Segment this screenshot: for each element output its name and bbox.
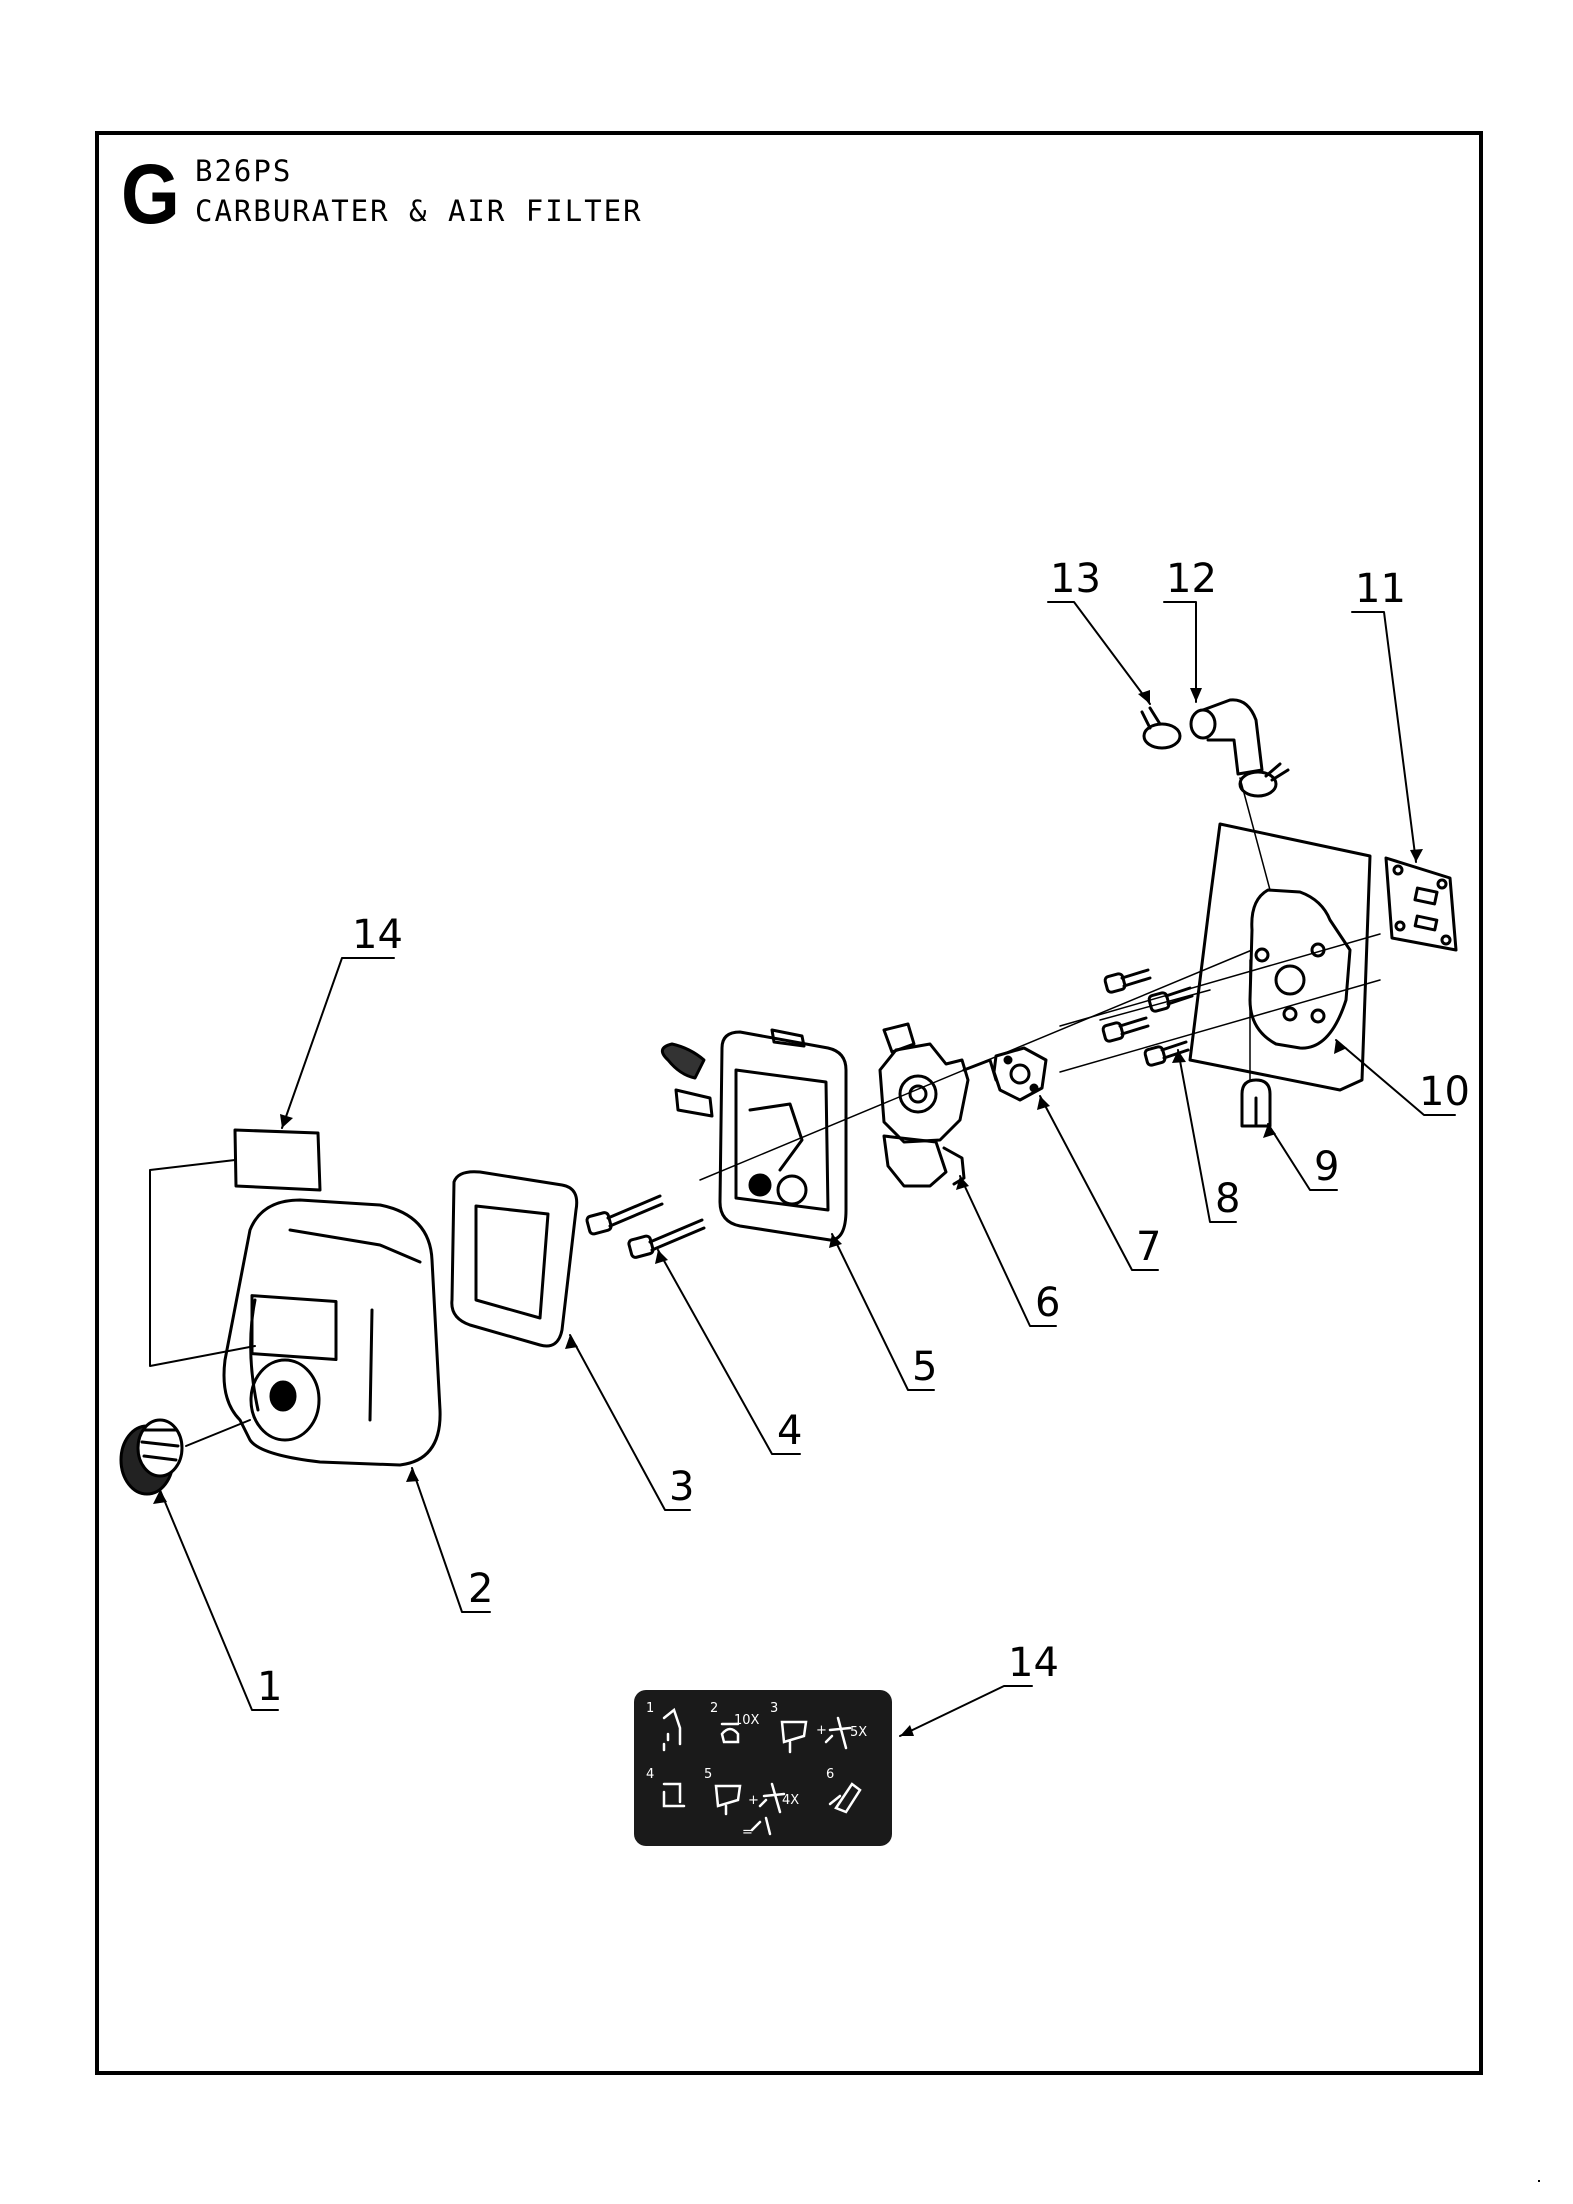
callout-10: 10 xyxy=(1419,1069,1470,1115)
decal-step-5: 5 xyxy=(704,1767,712,1782)
callout-13: 13 xyxy=(1050,556,1101,602)
section-letter: G xyxy=(121,147,180,241)
part-air-filter-base xyxy=(660,1028,848,1242)
callout-9: 9 xyxy=(1314,1144,1339,1190)
callout-4: 4 xyxy=(777,1408,802,1454)
callout-11: 11 xyxy=(1355,566,1406,612)
decal-plus-1: + xyxy=(816,1723,827,1738)
part-short-screws xyxy=(1101,968,1194,1067)
decal-plus-2: + xyxy=(748,1793,759,1808)
part-air-filter xyxy=(450,1170,579,1348)
throttle-icon xyxy=(780,1720,808,1754)
run-icon xyxy=(828,1782,862,1814)
stray-dot xyxy=(1538,2180,1540,2182)
decal-step-1: 1 xyxy=(646,1701,654,1716)
callout-7: 7 xyxy=(1136,1224,1161,1270)
part-air-filter-cover xyxy=(222,1198,442,1467)
part-label xyxy=(149,1128,322,1367)
callout-3: 3 xyxy=(669,1464,694,1510)
drawing-frame xyxy=(95,131,1483,2075)
part-heat-shield xyxy=(1188,822,1372,1092)
callout-12: 12 xyxy=(1166,556,1217,602)
part-clip xyxy=(1240,1078,1272,1128)
decal-step-2: 2 xyxy=(710,1701,718,1716)
choke-lever-icon xyxy=(662,1707,682,1746)
decal-repeat-10x: 10X xyxy=(734,1713,760,1728)
pull-start-icon xyxy=(824,1716,852,1750)
decal-step-3: 3 xyxy=(770,1701,778,1716)
part-gasket-plate xyxy=(1384,856,1458,952)
starting-instruction-decal: 1 2 3 4 5 6 10X 5X 4X + + = xyxy=(634,1690,892,1846)
callout-8: 8 xyxy=(1215,1176,1240,1222)
callout-14-label: 14 xyxy=(352,912,403,958)
choke-off-icon xyxy=(662,1782,686,1808)
callout-numbers: 1 2 3 4 5 6 7 8 9 10 11 12 13 14 14 xyxy=(257,556,1470,1710)
part-hose-clamps xyxy=(1140,706,1290,798)
model-code: B26PS xyxy=(195,154,293,188)
decal-repeat-4x: 4X xyxy=(782,1793,799,1808)
decal-repeat-5x: 5X xyxy=(850,1725,867,1740)
callout-14-decal: 14 xyxy=(1008,1640,1059,1686)
callout-5: 5 xyxy=(912,1344,937,1390)
callout-2: 2 xyxy=(468,1566,493,1612)
part-carburetor xyxy=(878,1022,998,1188)
part-gasket xyxy=(992,1046,1048,1102)
leader-lines xyxy=(159,601,1456,1737)
decal-step-4: 4 xyxy=(646,1767,654,1782)
throttle-icon-2 xyxy=(714,1784,742,1816)
callout-6: 6 xyxy=(1035,1280,1060,1326)
pull-start-icon-3 xyxy=(750,1816,772,1836)
section-title: CARBURATER & AIR FILTER xyxy=(195,194,643,228)
callout-1: 1 xyxy=(257,1664,282,1710)
part-long-screws xyxy=(585,1194,706,1259)
leader-arrowheads xyxy=(153,688,1423,1736)
decal-step-6: 6 xyxy=(826,1767,834,1782)
primer-bulb-icon xyxy=(720,1722,740,1744)
assembly-axis-lines xyxy=(699,777,1381,1181)
part-knob xyxy=(119,1418,251,1496)
part-elbow-hose xyxy=(1189,698,1264,776)
decal-equals: = xyxy=(742,1825,753,1840)
pull-start-icon-2 xyxy=(758,1782,786,1814)
